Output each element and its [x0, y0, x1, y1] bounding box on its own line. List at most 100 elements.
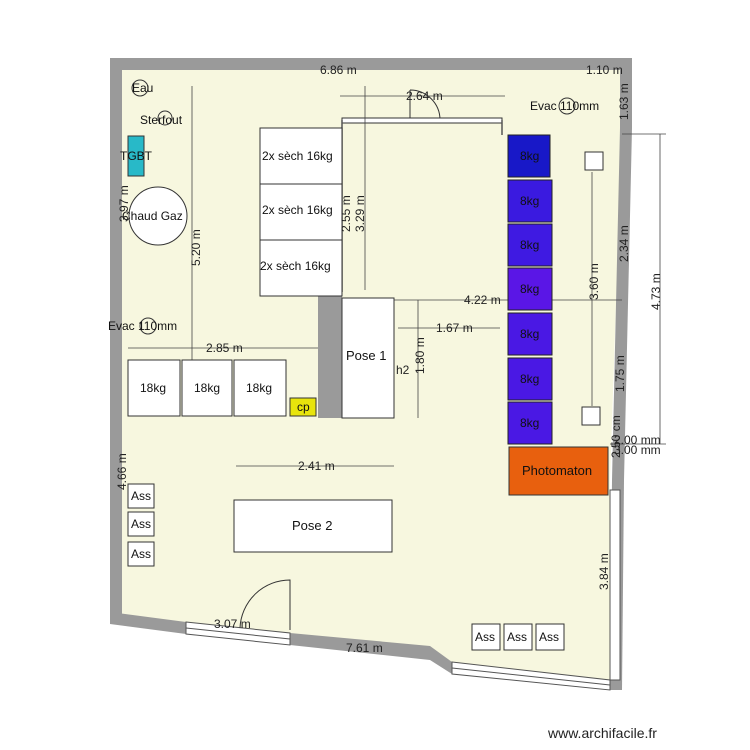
seat-label: Ass [131, 517, 151, 531]
washer-column-6[interactable] [507, 357, 553, 401]
dim-door-span: 2.64 m [406, 89, 443, 103]
dimension-labels: 6.86 m 1.10 m 2.64 m 3.29 m 2.55 m 5.20 … [115, 63, 663, 655]
washer-label: 18kg [140, 381, 166, 395]
pose2-label: Pose 2 [292, 518, 332, 533]
washer-column-1[interactable] [507, 134, 551, 178]
wall-right-upper [612, 58, 632, 480]
dryer-label: 2x sèch 16kg [262, 149, 333, 163]
dryer-label: 2x sèch 16kg [260, 259, 331, 273]
seat-bottom-1[interactable]: Ass [471, 623, 501, 651]
evac-left-label: Evac 110mm [108, 319, 177, 333]
washer-left-3[interactable]: 18kg [233, 359, 287, 417]
seat-left-3[interactable]: Ass [127, 541, 155, 567]
tgbt-label: TGBT [120, 149, 153, 163]
wall-partition [318, 292, 342, 418]
dryer-label: 2x sèch 16kg [262, 203, 333, 217]
seat-label: Ass [131, 547, 151, 561]
dim-pose1-gap: 1.67 m [436, 321, 473, 335]
table-pose-2[interactable]: Pose 2 [233, 499, 393, 553]
fixture-evac-left: Evac 110mm [108, 317, 177, 335]
washer-label: 8kg [520, 282, 539, 296]
dryer-1[interactable]: 2x sèch 16kg [259, 127, 343, 185]
seat-bottom-2[interactable]: Ass [503, 623, 533, 651]
fixture-eau: Eau [131, 79, 153, 97]
seat-bottom-3[interactable]: Ass [535, 623, 565, 651]
cp-label: cp [297, 400, 310, 414]
washer-label: 8kg [520, 238, 539, 252]
dim-mid-width: 4.22 m [464, 293, 501, 307]
dim-bottom-door: 3.07 m [214, 617, 251, 631]
seat-left-1[interactable]: Ass [127, 483, 155, 509]
washer-left-1[interactable]: 18kg [127, 359, 181, 417]
photomaton-label: Photomaton [522, 463, 592, 478]
dim-small-a: 2.50 cm [609, 415, 623, 458]
dryer-3[interactable]: 2x sèch 16kg [259, 239, 343, 297]
wall-top [110, 58, 632, 70]
door-bottom [239, 579, 291, 630]
table-pose-1[interactable]: Pose 1 [341, 297, 395, 419]
watermark: www.archifacile.fr [547, 725, 657, 741]
dim-left-lower: 4.66 m [115, 453, 129, 490]
fixture-cp[interactable]: cp [289, 397, 317, 417]
chaud-gaz-label: Chaud Gaz [122, 209, 183, 223]
washer-label: 8kg [520, 327, 539, 341]
dim-top-width: 6.86 m [320, 63, 357, 77]
fixture-evac-top: Evac 110mm [530, 97, 599, 115]
dim-left-height: 5.20 m [189, 229, 203, 266]
dim-tgbt-height: 3.97 m [117, 185, 131, 222]
seat-left-2[interactable]: Ass [127, 511, 155, 537]
washer-column-4[interactable] [507, 267, 553, 311]
dim-pose1-height: 1.80 m [413, 337, 427, 374]
dim-small-b: 2.00 mm [614, 433, 661, 447]
dim-pose1-note: h2 [396, 363, 410, 377]
washer-label: 8kg [520, 149, 539, 163]
washer-label: 8kg [520, 194, 539, 208]
marker-square-top [584, 151, 604, 171]
seat-label: Ass [539, 630, 559, 644]
dim-inner-vertical: 3.60 m [587, 263, 601, 300]
marker-square-bottom [581, 406, 601, 426]
dryer-2[interactable]: 2x sèch 16kg [259, 183, 343, 241]
seat-label: Ass [475, 630, 495, 644]
washer-label: 18kg [246, 381, 272, 395]
seat-label: Ass [131, 489, 151, 503]
dim-left-width: 2.85 m [206, 341, 243, 355]
wall-left [110, 58, 122, 624]
washer-column-5[interactable] [507, 312, 553, 356]
washer-label: 8kg [520, 416, 539, 430]
washer-column: 8kg 8kg 8kg 8kg 8kg 8kg 8kg [507, 134, 553, 445]
seat-label: Ass [507, 630, 527, 644]
washer-column-2[interactable] [507, 179, 553, 223]
dim-far-right-vertical: 4.73 m [649, 273, 663, 310]
window-right [609, 489, 621, 681]
evac-top-label: Evac 110mm [530, 99, 599, 113]
dim-top-right: 1.10 m [586, 63, 623, 77]
dim-pose2-width: 2.41 m [298, 459, 335, 473]
dim-bottom-width: 7.61 m [346, 641, 383, 655]
fixture-tgbt[interactable]: TGBT [120, 135, 153, 177]
eau-label: Eau [132, 81, 153, 95]
dimension-lines [128, 86, 666, 467]
walls [110, 58, 632, 690]
wall-bottom-left [110, 612, 186, 634]
sterfout-label: Sterfout [140, 113, 183, 127]
fixture-sterfout: Sterfout [140, 110, 183, 127]
dim-dryer-height: 2.55 m [339, 195, 353, 232]
washer-label: 18kg [194, 381, 220, 395]
photomaton-booth[interactable]: Photomaton [508, 446, 609, 496]
washer-left-2[interactable]: 18kg [181, 359, 233, 417]
dim-dryer-depth: 3.29 m [353, 195, 367, 232]
washer-label: 8kg [520, 372, 539, 386]
dim-right-top: 1.63 m [617, 83, 631, 120]
dim-right-vertical: 2.34 m [617, 225, 631, 262]
washer-column-7[interactable] [507, 401, 553, 445]
windows [185, 489, 621, 691]
fixture-chaud-gaz[interactable]: Chaud Gaz [122, 186, 188, 246]
dim-right-lower: 1.75 m [613, 355, 627, 392]
door-top [409, 89, 441, 121]
wall-bottom-mid [290, 633, 452, 674]
washer-column-3[interactable] [507, 223, 553, 267]
dim-right-bottom: 3.84 m [597, 553, 611, 590]
dim-small-c: 3.00 mm [614, 443, 661, 457]
